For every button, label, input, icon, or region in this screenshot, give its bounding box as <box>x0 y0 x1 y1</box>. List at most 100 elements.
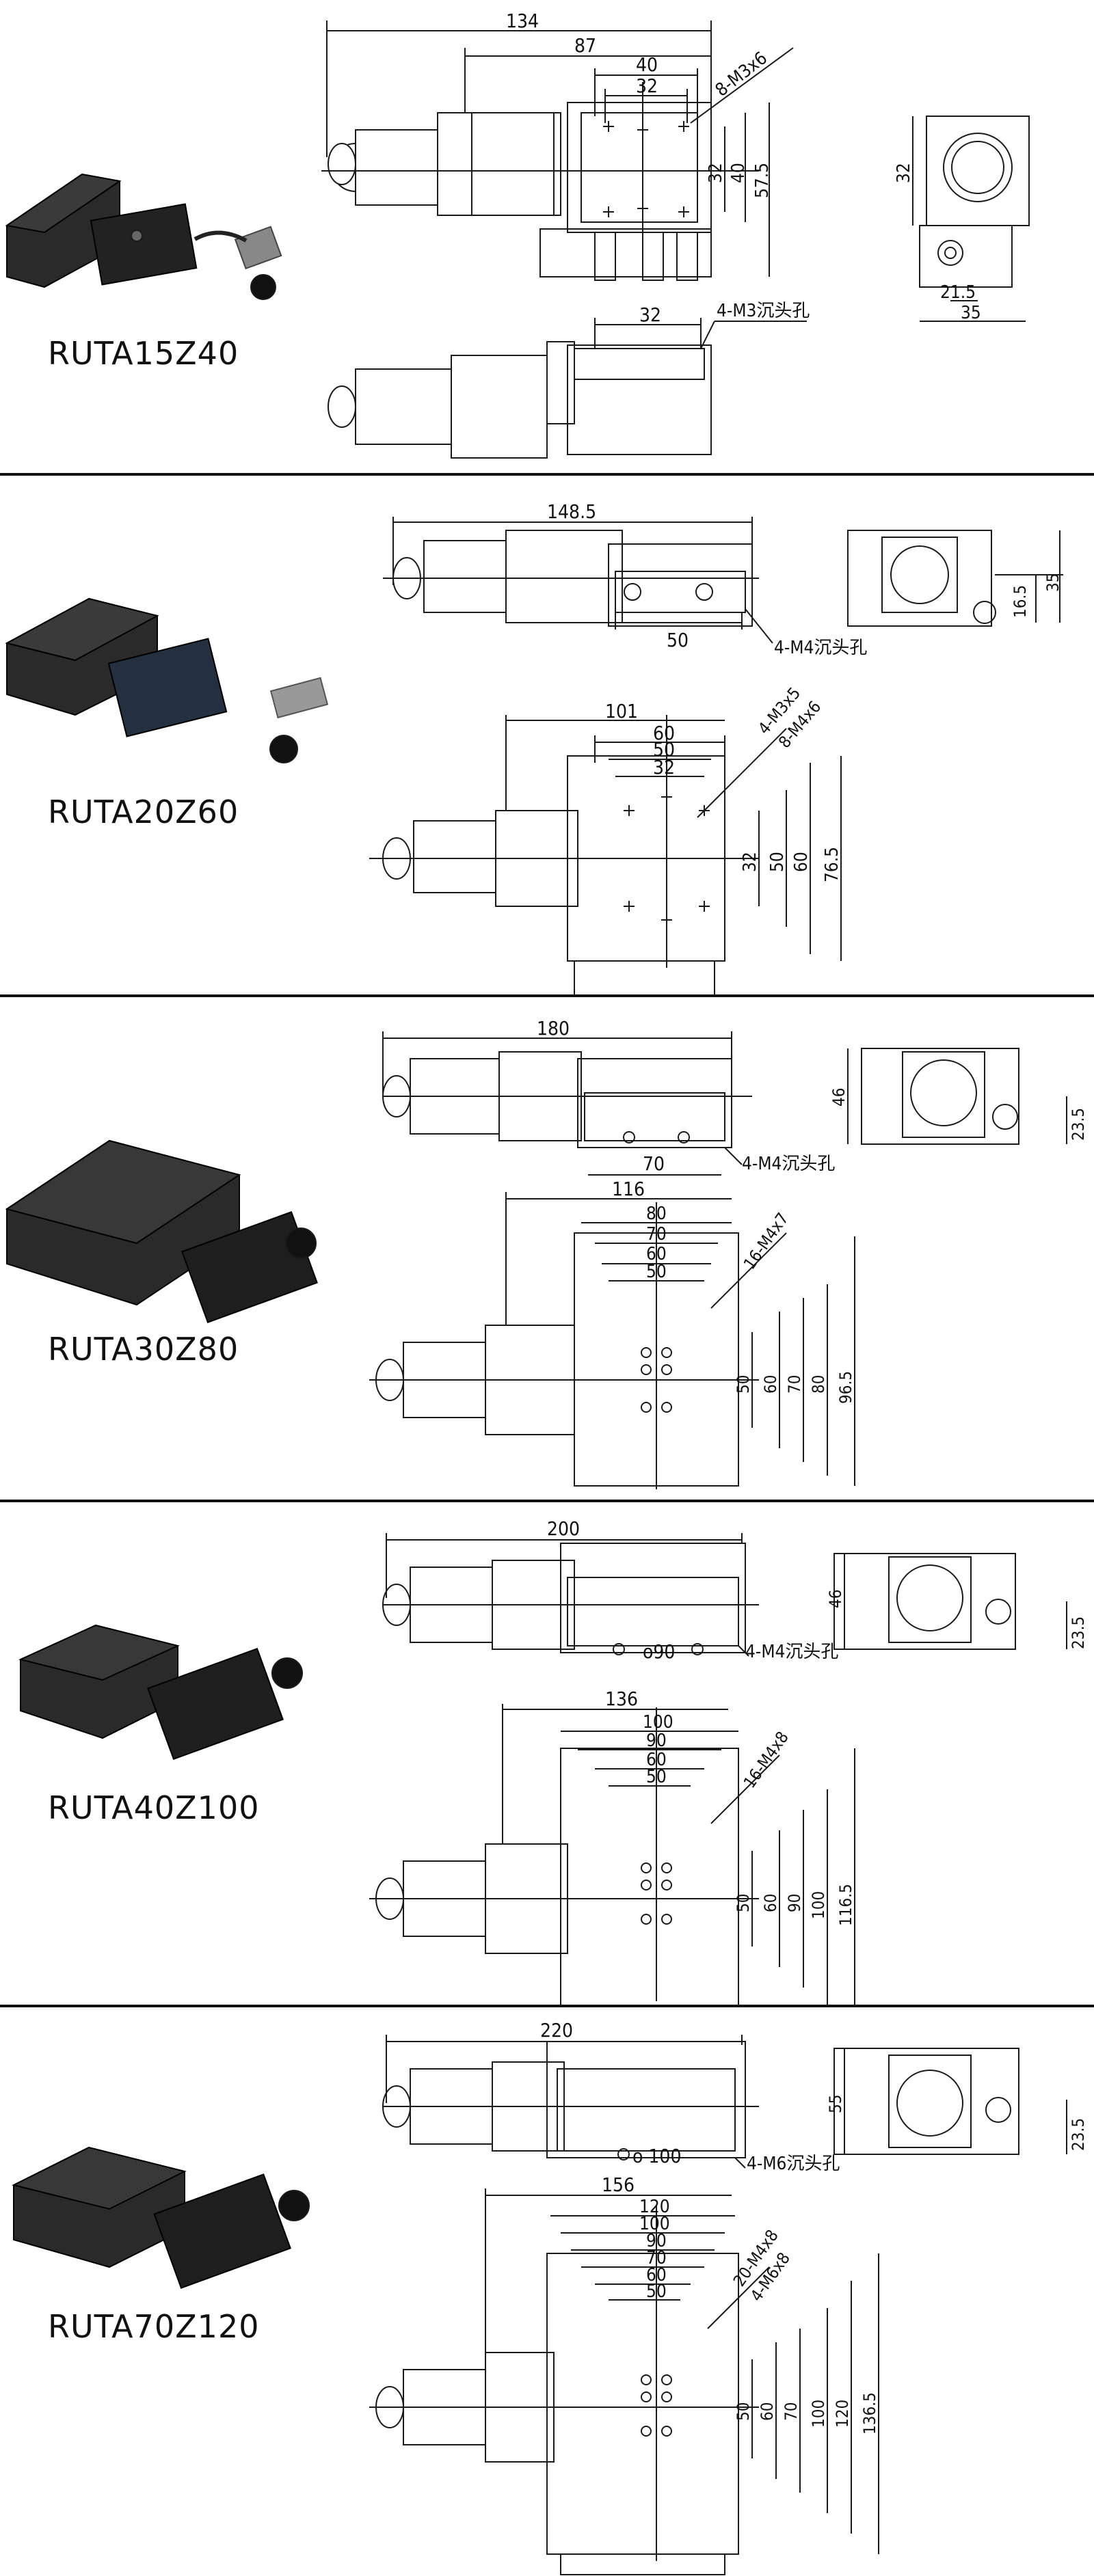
hole-callout: 16-M4x7 <box>740 1209 792 1273</box>
dim-90-vertical: 90 <box>785 1894 804 1912</box>
model-label: RUTA30Z80 <box>48 1331 239 1368</box>
dim-116-5: 116.5 <box>836 1884 855 1926</box>
dim-80: 80 <box>646 1204 667 1224</box>
product-photo <box>5 1139 318 1324</box>
top-view <box>369 2188 879 2575</box>
dim-60-vertical: 60 <box>761 1894 780 1912</box>
section-drawing: 220 ο 100 4-M6沉头孔 55 23.5 <box>12 2019 1088 2575</box>
section-drawing: 148.5 50 4-M4沉头孔 16.5 35 <box>5 500 1063 994</box>
bottom-dim-32: 32 <box>639 303 661 326</box>
section-ruta20z60: 148.5 50 4-M4沉头孔 16.5 35 <box>0 476 1094 997</box>
end-dim-23-5: 23.5 <box>1069 2118 1088 2151</box>
hole-callout: 4-M6沉头孔 <box>747 2154 840 2174</box>
dim-50: 50 <box>646 1262 667 1282</box>
end-dim-35: 35 <box>1043 573 1063 592</box>
dim-50: 50 <box>646 1767 667 1787</box>
end-view <box>847 1048 1067 1145</box>
end-view <box>847 530 1063 627</box>
dim-76-5: 76.5 <box>822 847 842 882</box>
product-photo <box>12 2146 310 2289</box>
section-ruta40z100: 200 ο90 4-M4沉头孔 46 23.5 <box>0 1502 1094 2007</box>
end-dim-46: 46 <box>826 1590 845 1608</box>
hole-callout: 4-M4沉头孔 <box>745 1642 838 1662</box>
section-ruta15z40: 134 87 40 32 32 40 57.5 8-M3x6 32 21.5 <box>0 0 1094 476</box>
dim-60-vertical: 60 <box>758 2402 777 2421</box>
top-view <box>369 715 842 994</box>
end-dim-46: 46 <box>829 1088 849 1107</box>
dim-overall: 148.5 <box>547 500 596 523</box>
end-dim-23-5: 23.5 <box>1069 1108 1088 1141</box>
dim-60: 60 <box>646 2265 667 2286</box>
dim-70-vertical: 70 <box>782 2402 801 2421</box>
hole-callout: 4-M4沉头孔 <box>742 1154 835 1174</box>
section-drawing: 200 ο90 4-M4沉头孔 46 23.5 <box>18 1517 1088 2005</box>
product-photo <box>5 173 282 300</box>
dim-100: ο 100 <box>632 2145 681 2167</box>
end-dim-16-5: 16.5 <box>1011 585 1030 618</box>
model-label: RUTA40Z100 <box>48 1789 260 1826</box>
hole-callout: 8-M3x6 <box>712 48 771 100</box>
dim-90: 90 <box>646 2231 667 2251</box>
dim-32-vertical: 32 <box>706 163 726 183</box>
dim-100-vertical: 100 <box>809 2400 828 2428</box>
dim-100: 100 <box>643 1712 673 1733</box>
end-view <box>833 2048 1067 2155</box>
side-view-bottom <box>328 318 807 459</box>
section-ruta70z120: 220 ο 100 4-M6沉头孔 55 23.5 <box>0 2007 1094 2576</box>
end-view <box>833 1553 1067 1650</box>
dim-100-vertical: 100 <box>809 1891 828 1919</box>
end-dim-23-5: 23.5 <box>1069 1616 1088 1649</box>
dim-120-vertical: 120 <box>833 2400 852 2428</box>
top-view <box>369 1192 855 1489</box>
dim-136: 136 <box>605 1687 638 1710</box>
section-ruta30z80: 180 70 4-M4沉头孔 46 23.5 <box>0 997 1094 1502</box>
dim-60: 60 <box>646 1750 667 1770</box>
dim-body: 87 <box>574 34 596 57</box>
dim-116: 116 <box>612 1178 645 1200</box>
end-dim-55: 55 <box>826 2095 845 2113</box>
side-view <box>382 2035 759 2169</box>
dim-60: 60 <box>646 1244 667 1264</box>
dim-80-vertical: 80 <box>809 1375 828 1394</box>
dim-32-vertical: 32 <box>740 852 760 872</box>
product-photo <box>18 1624 303 1761</box>
dim-32: 32 <box>653 756 675 778</box>
dim-32: 32 <box>636 74 658 97</box>
side-view <box>382 1533 759 1657</box>
dim-90: ο90 <box>643 1640 675 1663</box>
dim-70-vertical: 70 <box>785 1375 804 1394</box>
dim-70: 70 <box>643 1152 665 1175</box>
model-label: RUTA20Z60 <box>48 794 239 830</box>
dim-60-vertical: 60 <box>791 852 812 872</box>
dim-50-vertical: 50 <box>734 1375 753 1394</box>
dim-overall: 134 <box>506 10 539 32</box>
dim-60: 60 <box>653 722 675 744</box>
dim-50-vertical: 50 <box>767 852 788 872</box>
dim-156: 156 <box>602 2173 635 2196</box>
dim-100: 100 <box>639 2214 670 2234</box>
dim-90: 90 <box>646 1731 667 1751</box>
hole-callout: 16-M4x8 <box>740 1728 792 1791</box>
dim-50: 50 <box>667 629 689 651</box>
section-drawing: 180 70 4-M4沉头孔 46 23.5 <box>5 1017 1088 1489</box>
dim-50: 50 <box>646 2281 667 2302</box>
model-label: RUTA70Z120 <box>48 2308 260 2345</box>
hole-callout: 4-M4沉头孔 <box>774 638 867 658</box>
section-drawing: 134 87 40 32 32 40 57.5 8-M3x6 32 21.5 <box>5 10 1030 459</box>
dim-overall: 180 <box>537 1017 570 1040</box>
side-view <box>382 1031 752 1176</box>
top-view <box>369 1704 855 2005</box>
end-dim-21-5: 21.5 <box>940 282 976 303</box>
side-view-top <box>321 21 794 281</box>
dim-overall: 200 <box>547 1517 580 1540</box>
side-view <box>383 517 773 644</box>
end-dim-35: 35 <box>961 303 981 323</box>
end-view <box>912 116 1030 322</box>
dim-70: 70 <box>646 2248 667 2268</box>
dim-50-vertical: 50 <box>734 1894 753 1912</box>
dim-40-vertical: 40 <box>728 163 749 183</box>
dim-57-5: 57.5 <box>752 163 773 198</box>
model-label: RUTA15Z40 <box>48 335 239 372</box>
bottom-hole-callout: 4-M3沉头孔 <box>717 301 810 321</box>
